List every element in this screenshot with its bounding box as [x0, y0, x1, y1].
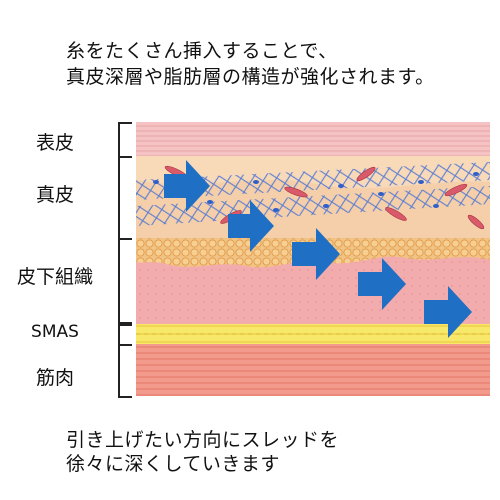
- collagen-mesh: [136, 162, 490, 226]
- label-epidermis: 表皮: [35, 132, 74, 154]
- epidermis-layer: [136, 122, 490, 156]
- muscle-layer: [136, 344, 490, 396]
- right-arrow-icon: [358, 258, 406, 310]
- label-subcutaneous: 皮下組織: [16, 266, 93, 288]
- bracket-dermis: [118, 156, 132, 240]
- bottom-caption-line1: 引き上げたい方向にスレッドを: [66, 429, 340, 451]
- label-dermis: 真皮: [35, 184, 74, 206]
- skin-layer-diagram: [136, 122, 490, 396]
- right-arrow-icon: [424, 286, 472, 338]
- bracket-epidermis: [118, 122, 132, 158]
- right-arrow-icon: [292, 228, 340, 280]
- bracket-muscle: [118, 344, 132, 398]
- top-caption-line1: 糸をたくさん挿入することで、: [66, 40, 338, 62]
- bottom-caption: 引き上げたい方向にスレッドを 徐々に深くしていきます: [66, 428, 486, 476]
- right-arrow-icon: [164, 160, 210, 212]
- fibroblasts: [164, 165, 485, 230]
- bracket-subcutaneous: [118, 238, 132, 324]
- top-caption-line2: 真皮深層や脂肪層の構造が強化されます。: [66, 66, 435, 88]
- label-muscle: 筋肉: [35, 367, 74, 389]
- bottom-caption-line2: 徐々に深くしていきます: [66, 453, 280, 475]
- bracket-smas: [118, 324, 132, 346]
- right-arrow-icon: [228, 200, 274, 252]
- top-caption: 糸をたくさん挿入することで、 真皮深層や脂肪層の構造が強化されます。: [66, 38, 486, 90]
- label-smas: SMAS: [31, 322, 79, 342]
